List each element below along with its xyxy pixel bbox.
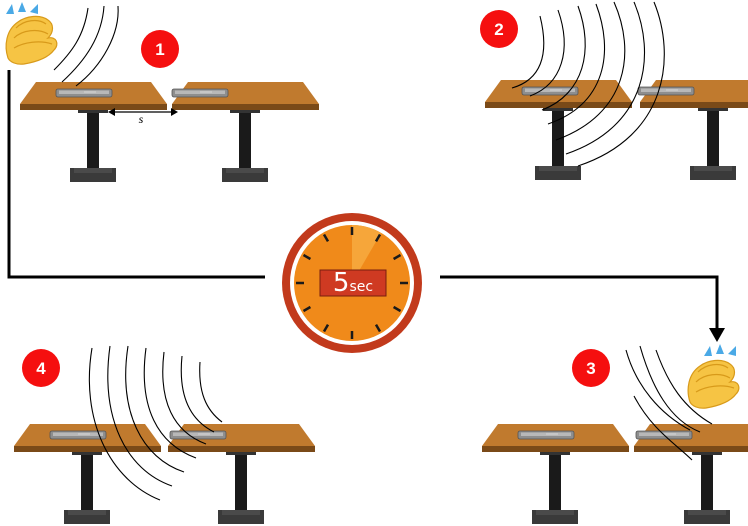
step-badge-1 bbox=[141, 30, 179, 68]
panel-step-3: 3 bbox=[482, 344, 748, 524]
panel-step-2: 2 bbox=[480, 1, 748, 180]
timer-value: 5 bbox=[333, 268, 350, 298]
connector-lines bbox=[7, 70, 725, 342]
panel-step-1: s 1 bbox=[5, 2, 319, 182]
distance-label: s bbox=[139, 112, 144, 126]
step-number-4: 4 bbox=[36, 359, 46, 378]
timer-readout: 5sec bbox=[333, 268, 373, 298]
phone-right bbox=[637, 86, 695, 96]
timer-box bbox=[319, 269, 387, 297]
clapping-hands-icon bbox=[687, 359, 740, 409]
phone-right bbox=[171, 88, 229, 98]
timer-unit: sec bbox=[349, 279, 373, 295]
clapping-hands-icon bbox=[5, 15, 58, 65]
step-number-2: 2 bbox=[494, 20, 503, 39]
arrow-head bbox=[709, 328, 725, 342]
clap-burst-icon bbox=[6, 2, 38, 14]
sound-wave-icon bbox=[53, 5, 119, 87]
step-badge-4 bbox=[22, 349, 60, 387]
panel-step-4: 4 bbox=[14, 345, 315, 524]
clap-burst-icon bbox=[704, 344, 736, 356]
phone-left bbox=[517, 430, 575, 440]
sound-wave-icon bbox=[88, 345, 223, 501]
sound-wave-icon bbox=[511, 1, 665, 167]
step-number-1: 1 bbox=[155, 40, 164, 59]
step-badge-3 bbox=[572, 349, 610, 387]
step-number-3: 3 bbox=[586, 359, 595, 378]
stopwatch-icon: 5sec bbox=[282, 213, 422, 353]
phone-right bbox=[169, 430, 227, 440]
step-badge-2 bbox=[480, 10, 518, 48]
sound-wave-icon bbox=[625, 345, 713, 461]
distance-arrow: s bbox=[108, 108, 178, 126]
phone-left bbox=[55, 88, 113, 98]
